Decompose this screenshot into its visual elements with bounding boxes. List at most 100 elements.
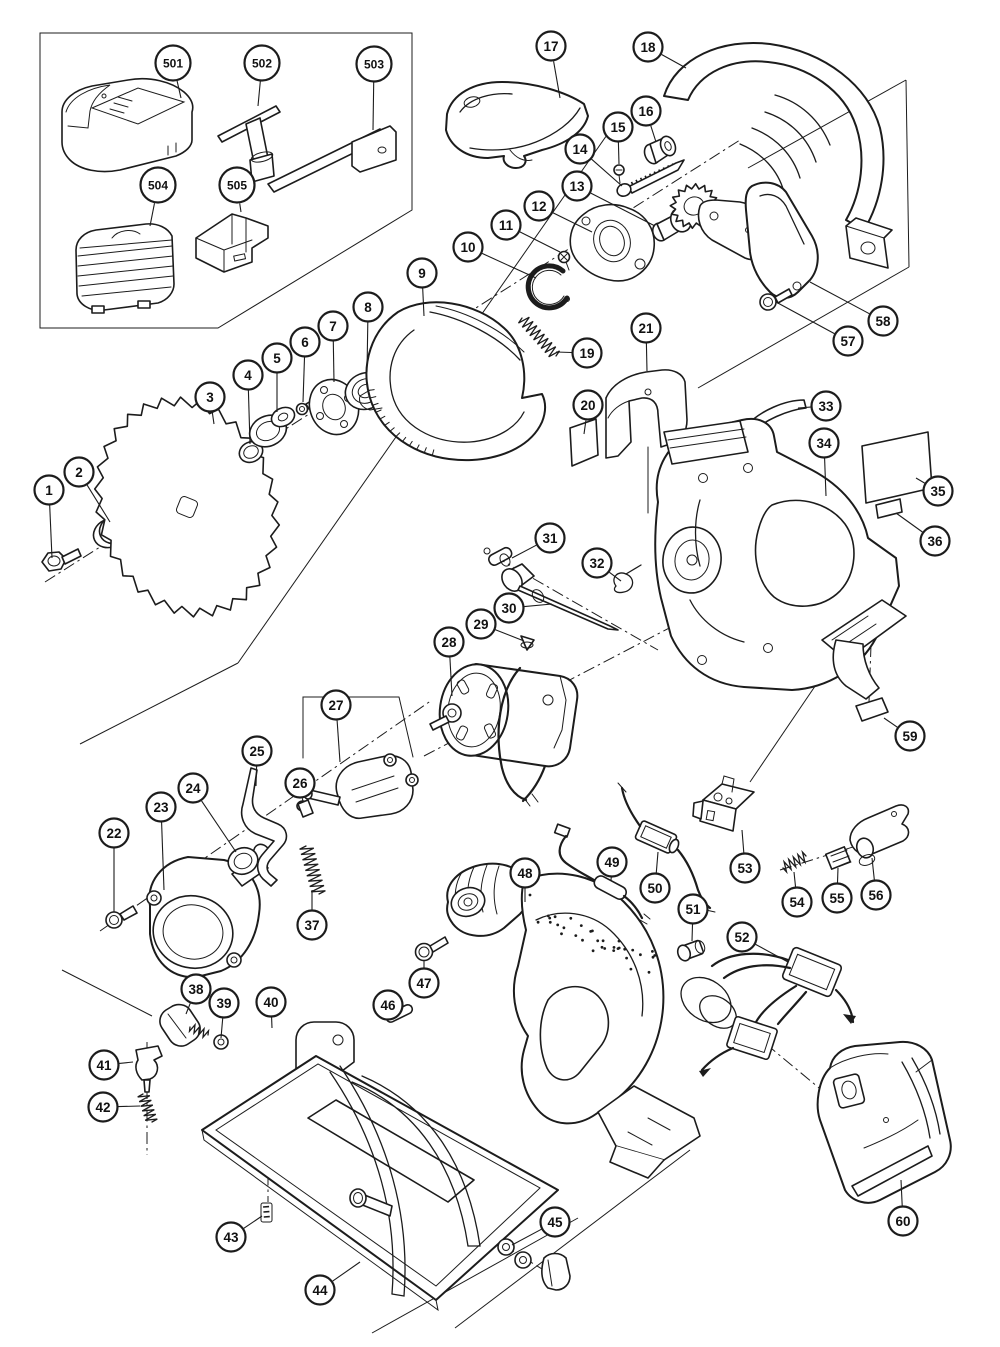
callout-52: 52 (726, 921, 789, 963)
guard-rim-texture (368, 389, 435, 455)
balloon-number-22: 22 (106, 826, 121, 841)
balloon-number-32: 32 (589, 556, 604, 571)
balloon-number-43: 43 (223, 1230, 239, 1245)
leader-line-30 (524, 603, 553, 608)
callout-57: 57 (775, 301, 864, 357)
balloon-number-41: 41 (96, 1058, 112, 1073)
leader-line-32 (609, 571, 622, 582)
balloon-37 (296, 909, 328, 941)
balloon-34 (808, 427, 840, 459)
leader-line-28 (449, 657, 453, 697)
callout-39: 39 (208, 987, 240, 1039)
balloon-number-39: 39 (216, 996, 231, 1011)
balloon-number-44: 44 (312, 1283, 328, 1298)
balloon-40 (255, 986, 287, 1018)
balloon-501 (154, 44, 192, 82)
washer-45 (497, 1238, 515, 1256)
callout-15: 15 (602, 111, 634, 165)
leader-line-7 (332, 341, 335, 383)
callout-9: 9 (406, 257, 438, 317)
balloon-55 (821, 882, 853, 914)
spring-42 (137, 1093, 158, 1123)
balloon-36 (919, 525, 951, 557)
callout-2: 2 (63, 456, 111, 523)
callout-27: 27 (320, 689, 352, 763)
leader-line-33 (797, 406, 811, 409)
set-screw-43 (260, 1202, 273, 1223)
callout-49: 49 (596, 846, 628, 882)
callout-11: 11 (490, 209, 561, 253)
callout-40: 40 (255, 986, 287, 1029)
balloon-26 (284, 767, 316, 799)
balloon-number-5: 5 (273, 351, 281, 366)
callout-32: 32 (581, 547, 622, 582)
callout-505: 505 (218, 166, 256, 213)
battery-charger-501 (61, 77, 194, 173)
leader-line-9 (422, 288, 425, 317)
callout-24: 24 (177, 772, 237, 853)
label-36 (875, 498, 903, 519)
balloon-8 (352, 291, 384, 323)
balloon-number-18: 18 (640, 40, 656, 55)
balloon-57 (832, 325, 864, 357)
lock-lever-25 (240, 767, 288, 887)
leader-line-60 (900, 1179, 903, 1206)
balloon-number-4: 4 (244, 368, 252, 383)
balloon-39 (208, 987, 240, 1019)
balloon-number-28: 28 (441, 635, 457, 650)
grip-cover-58 (744, 181, 819, 299)
balloon-number-38: 38 (188, 982, 204, 997)
leader-line-21 (645, 343, 648, 372)
leader-line-39 (220, 1018, 224, 1039)
main-housing (654, 399, 933, 722)
callout-53: 53 (729, 829, 761, 884)
balloon-502 (243, 44, 281, 82)
wrench-holder-505 (195, 213, 269, 273)
callout-48: 48 (509, 857, 541, 902)
balloon-number-2: 2 (75, 465, 83, 480)
callout-6: 6 (289, 326, 321, 403)
balloon-11 (490, 209, 522, 241)
balloon-27 (320, 689, 352, 721)
leader-line-51 (691, 924, 694, 942)
balloon-505 (218, 166, 256, 204)
leader-line-503 (372, 82, 375, 131)
base-plate-44 (201, 1055, 559, 1312)
balloon-number-34: 34 (816, 436, 832, 451)
leader-line-10 (481, 252, 537, 279)
callout-12: 12 (523, 190, 593, 233)
balloon-number-14: 14 (572, 142, 588, 157)
bolt-44b (349, 1188, 393, 1217)
callout-25: 25 (241, 735, 273, 787)
leader-line-42 (118, 1105, 141, 1108)
leader-line-52 (755, 943, 789, 963)
contact-block-55 (824, 846, 852, 870)
handle-speckles (528, 893, 657, 974)
leader-line-56 (871, 857, 875, 880)
callout-21: 21 (630, 312, 662, 372)
leader-line-59 (883, 717, 898, 728)
lever-assy-27 (302, 696, 419, 820)
balloon-52 (726, 921, 758, 953)
balloon-number-27: 27 (328, 698, 343, 713)
balloon-44 (304, 1274, 336, 1306)
leader-line-29 (495, 629, 525, 642)
balloon-number-51: 51 (685, 902, 701, 917)
leader-line-53 (741, 829, 745, 853)
balloon-number-503: 503 (364, 57, 384, 71)
balloon-number-59: 59 (902, 729, 917, 744)
balloon-number-29: 29 (473, 617, 488, 632)
balloon-number-58: 58 (875, 314, 891, 329)
balloon-12 (523, 190, 555, 222)
balloon-48 (509, 857, 541, 889)
balloon-14 (564, 133, 596, 165)
balloon-number-25: 25 (249, 744, 265, 759)
balloon-number-54: 54 (789, 895, 805, 910)
balloon-30 (493, 592, 525, 624)
callout-28: 28 (433, 626, 465, 697)
callout-50: 50 (639, 851, 671, 904)
callout-22: 22 (98, 817, 130, 912)
arbor-bolt-1 (41, 548, 82, 572)
callout-1: 1 (33, 474, 65, 559)
leader-line-8 (366, 322, 369, 373)
